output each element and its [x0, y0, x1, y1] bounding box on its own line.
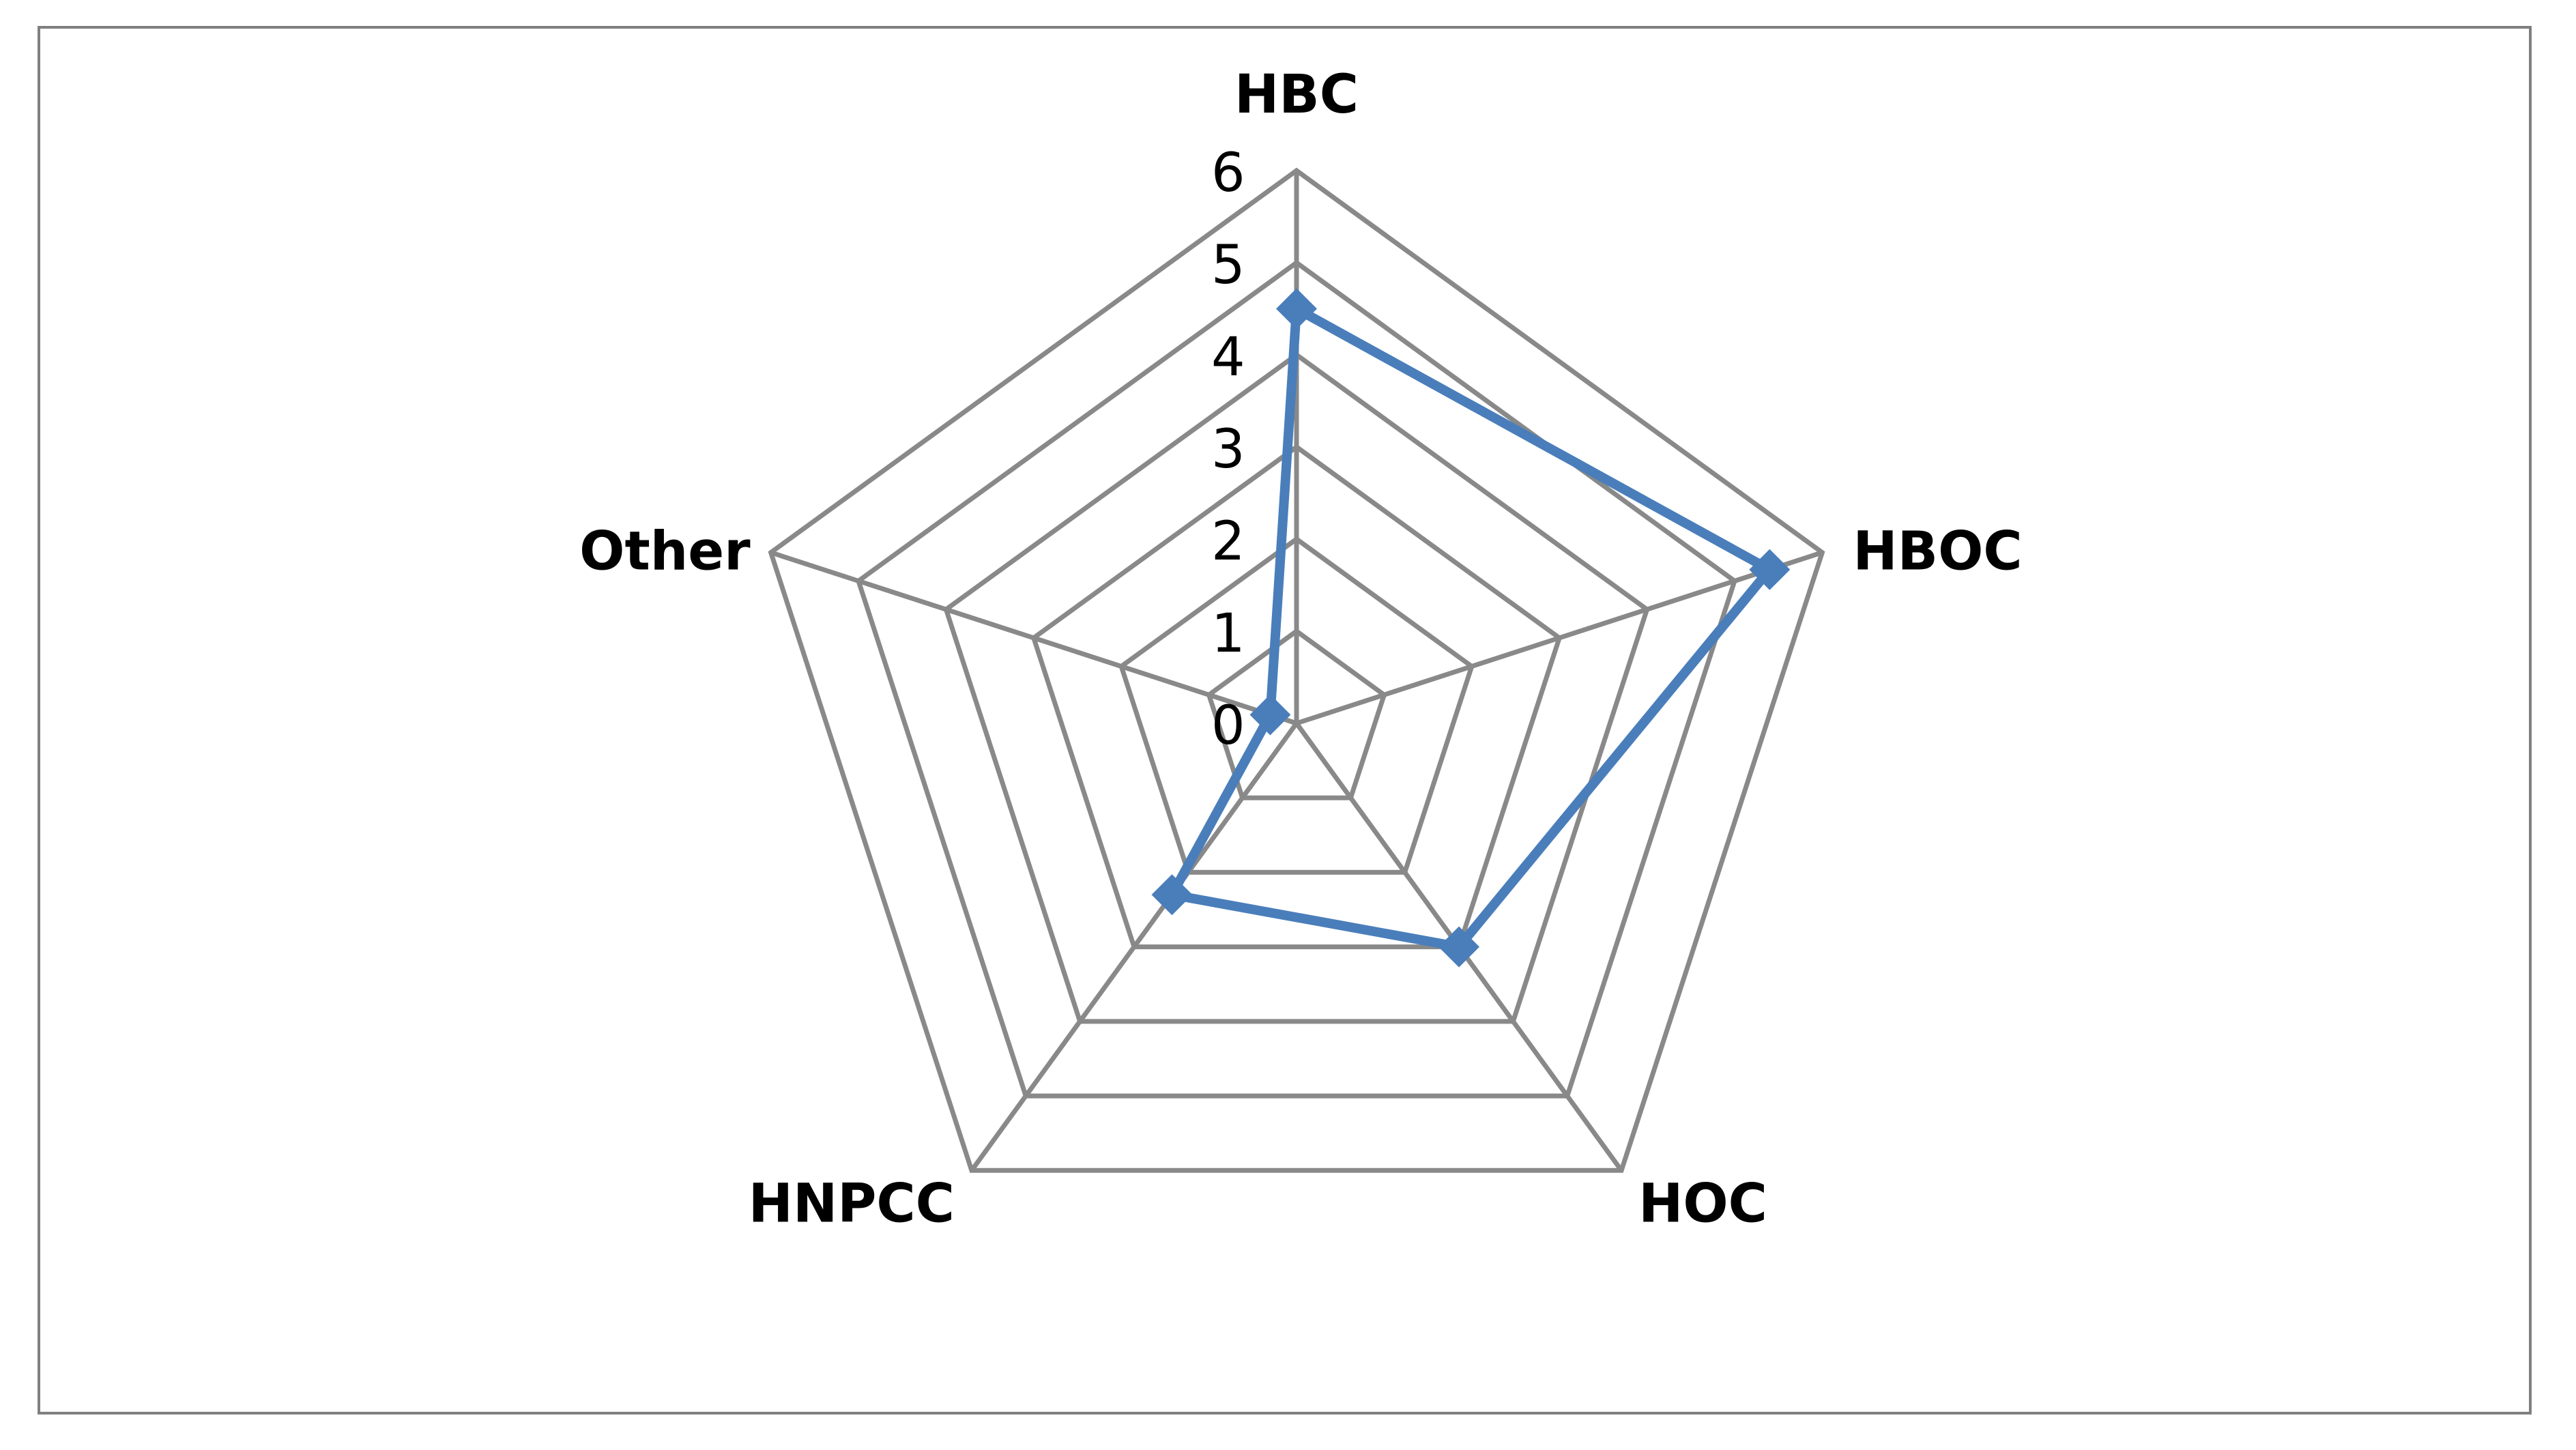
category-label-hoc: HOC: [1638, 1173, 1767, 1234]
category-label-hboc: HBOC: [1853, 521, 2022, 583]
gridline-level-3: [1030, 444, 1563, 950]
spoke-hnpcc: [970, 721, 1299, 1172]
tick-label: 5: [1211, 235, 1245, 296]
series-line: [1167, 304, 1775, 952]
category-label-hbc: HBC: [1234, 64, 1359, 126]
gridline-level-6: [768, 167, 1825, 1173]
gridline-level-4: [943, 351, 1650, 1024]
tick-label: 0: [1211, 695, 1245, 757]
spoke-other: [770, 550, 1298, 726]
gridline-level-5: [855, 259, 1738, 1099]
tick-label: 6: [1211, 143, 1245, 204]
tick-label: 3: [1211, 419, 1245, 480]
series: [1151, 288, 1791, 968]
tick-label: 4: [1211, 327, 1245, 388]
data-point-hnpcc: [1151, 874, 1193, 916]
data-point-hbc: [1276, 288, 1317, 330]
category-label-other: Other: [579, 521, 751, 583]
category-label-hnpcc: HNPCC: [749, 1173, 955, 1234]
category-labels: HBC HBOC HOC HNPCC Other: [579, 64, 2023, 1234]
tick-label: 2: [1211, 511, 1245, 572]
gridline-level-1: [1206, 628, 1387, 800]
tick-label: 1: [1211, 603, 1245, 665]
data-point-hboc: [1749, 549, 1791, 590]
data-point-hoc: [1438, 926, 1480, 968]
data-point-other: [1249, 694, 1291, 736]
spoke-hboc: [1295, 550, 1823, 726]
gridline-level-2: [1118, 536, 1475, 875]
radial-axis-ticks: 0 1 2 3 4 5 6: [1211, 143, 1245, 757]
